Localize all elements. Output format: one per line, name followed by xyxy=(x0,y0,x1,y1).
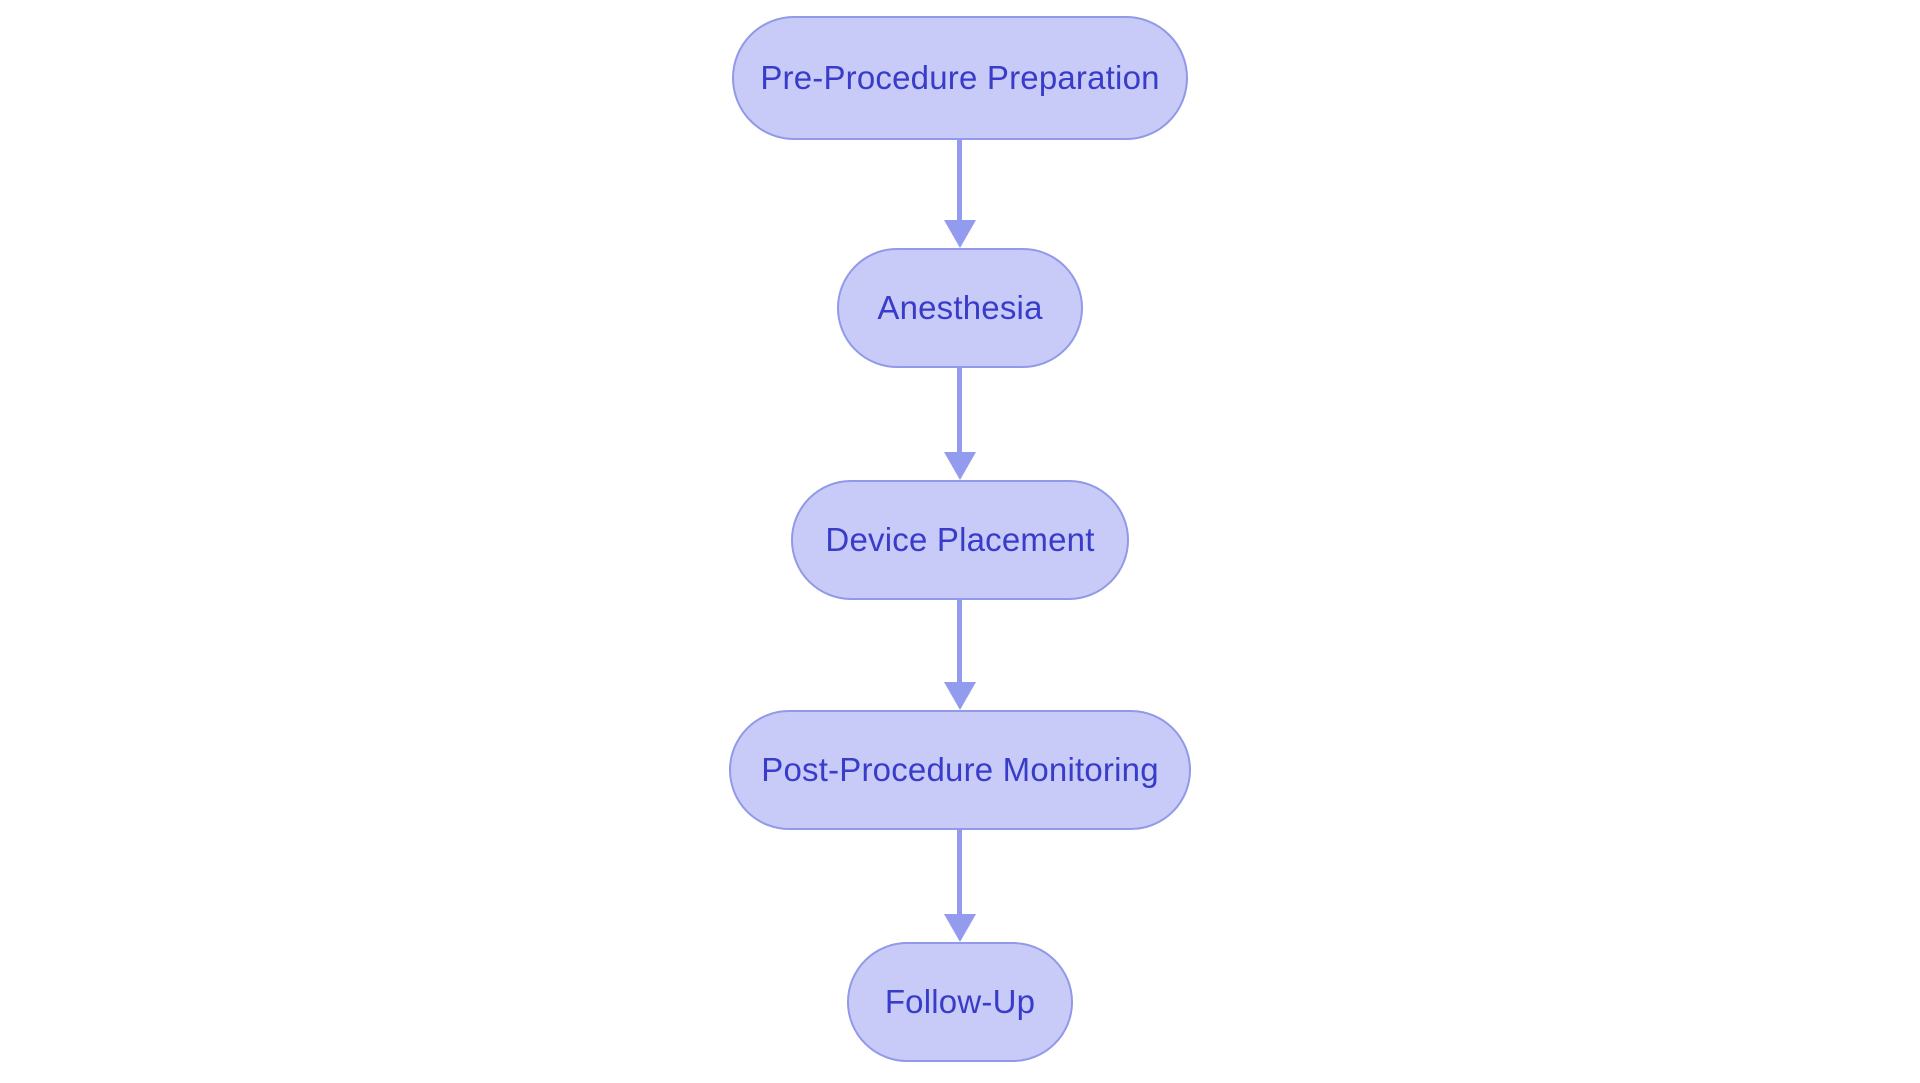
flow-node-follow-up: Follow-Up xyxy=(847,942,1073,1062)
flow-node-post-procedure-monitoring: Post-Procedure Monitoring xyxy=(729,710,1191,830)
arrow-line xyxy=(957,830,962,914)
flow-node-label: Follow-Up xyxy=(884,983,1036,1020)
arrowhead-icon xyxy=(944,452,976,480)
flow-node-anesthesia: Anesthesia xyxy=(837,248,1083,368)
flow-node-label: Pre-Procedure Preparation xyxy=(760,59,1160,96)
flow-node-pre-procedure-preparation: Pre-Procedure Preparation xyxy=(732,16,1188,140)
arrowhead-icon xyxy=(944,682,976,710)
arrowhead-icon xyxy=(944,220,976,248)
flow-node-label: Post-Procedure Monitoring xyxy=(761,751,1159,788)
arrow-line xyxy=(957,140,962,220)
flow-node-label: Anesthesia xyxy=(877,289,1043,326)
arrow-line xyxy=(957,368,962,452)
flow-node-device-placement: Device Placement xyxy=(791,480,1129,600)
arrowhead-icon xyxy=(944,914,976,942)
arrow-line xyxy=(957,600,962,682)
flow-node-label: Device Placement xyxy=(825,521,1095,558)
